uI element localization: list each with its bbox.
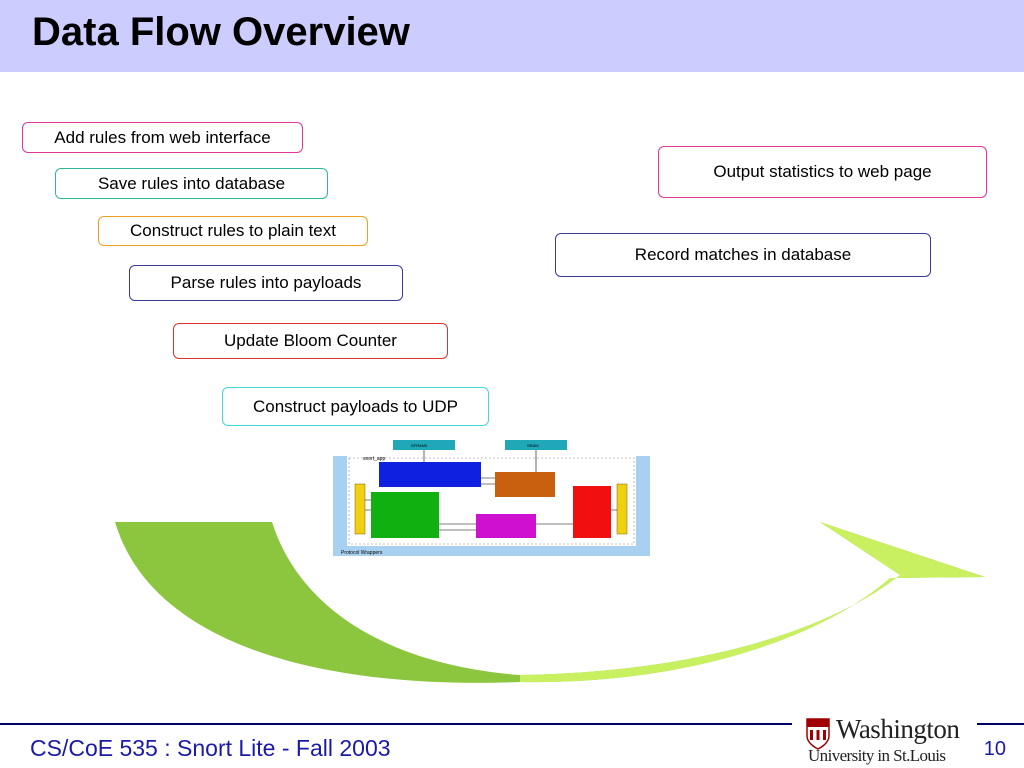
page-number: 10 (983, 738, 1006, 760)
hardware-block-diagram: Protocol Wrappers snort_app SFRAM0 SRAM (331, 440, 651, 558)
logo-line2: University in St.Louis (808, 746, 946, 765)
wrapper-left-bar (333, 456, 347, 554)
arrow-right-band (520, 522, 985, 683)
sram-left-label: SFRAM0 (411, 443, 428, 448)
footer-divider-right (977, 723, 1024, 725)
footer-course: CS/CoE 535 : Snort Lite - Fall 2003 (30, 735, 391, 761)
wrapper-bottom-bar (333, 546, 650, 556)
step-construct-plain-text: Construct rules to plain text (98, 216, 368, 246)
step-update-bloom: Update Bloom Counter (173, 323, 448, 359)
step-construct-udp: Construct payloads to UDP (222, 387, 489, 426)
block-yellow-left (354, 483, 366, 535)
sram-right-label: SRAM (527, 443, 539, 448)
block-red (573, 486, 611, 538)
block-orange (495, 472, 555, 497)
block-yellow-right (616, 483, 628, 535)
logo-line1: Washington (836, 714, 960, 744)
block-blue (379, 462, 481, 487)
sram-block-right (505, 440, 567, 450)
step-parse-rules: Parse rules into payloads (129, 265, 403, 301)
step-record-matches: Record matches in database (555, 233, 931, 277)
page-title: Data Flow Overview (32, 10, 410, 54)
block-magenta (476, 514, 536, 538)
wrapper-right-bar (636, 456, 650, 554)
step-add-rules: Add rules from web interface (22, 122, 303, 153)
sram-block-left (393, 440, 455, 450)
app-label: snort_app (363, 456, 385, 462)
university-shield-icon (806, 718, 830, 750)
footer-divider-left (0, 723, 792, 725)
step-output-statistics: Output statistics to web page (658, 146, 987, 198)
step-save-rules: Save rules into database (55, 168, 328, 199)
title-bar: Data Flow Overview (0, 0, 1024, 72)
block-green (371, 492, 439, 538)
wrappers-label: Protocol Wrappers (341, 550, 383, 556)
university-logo: Washington University in St.Louis (806, 714, 968, 766)
